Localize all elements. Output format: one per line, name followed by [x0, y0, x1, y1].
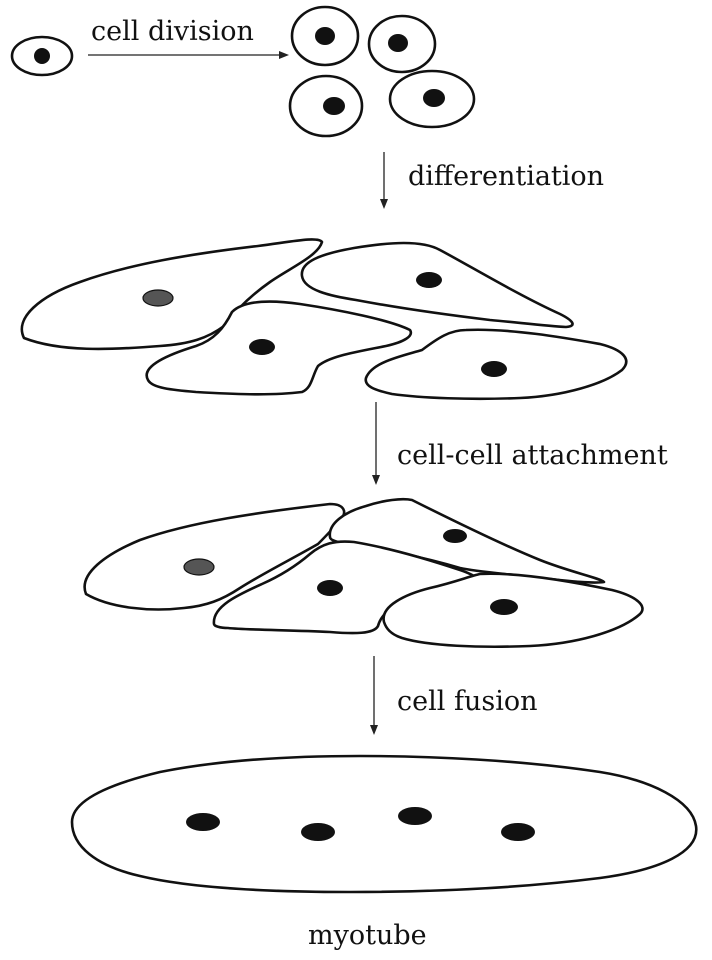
cell-division-arrow [88, 51, 289, 59]
myotube-cell [72, 756, 696, 892]
myoblast-nucleus [34, 48, 50, 64]
divided-cell [369, 16, 435, 72]
cell-fusion-label: cell fusion [397, 686, 537, 717]
myoblast-cell [12, 37, 72, 75]
myotube-label: myotube [308, 920, 427, 951]
myotube-nucleus [501, 823, 535, 841]
arrow-head [370, 725, 378, 735]
myotube-nucleus [398, 807, 432, 825]
arrow-head [372, 475, 380, 485]
differentiation-arrow [380, 152, 388, 209]
divided-cell [292, 7, 358, 65]
fusion-arrow [370, 656, 378, 735]
myotube-membrane [72, 756, 696, 892]
differentiated-cells [22, 239, 626, 398]
attachment-arrow [372, 402, 380, 485]
divided-cell [290, 76, 362, 136]
divided-cell [390, 71, 474, 127]
divided-cells [290, 7, 474, 136]
myotube-nucleus [186, 813, 220, 831]
myotube-nucleus [301, 823, 335, 841]
cell-division-label: cell division [91, 16, 254, 47]
cell-cell-attachment-label: cell-cell attachment [397, 440, 668, 471]
arrow-head [380, 199, 388, 209]
arrow-head [279, 51, 289, 59]
attached-cells [85, 499, 643, 646]
differentiation-label: differentiation [408, 161, 604, 192]
